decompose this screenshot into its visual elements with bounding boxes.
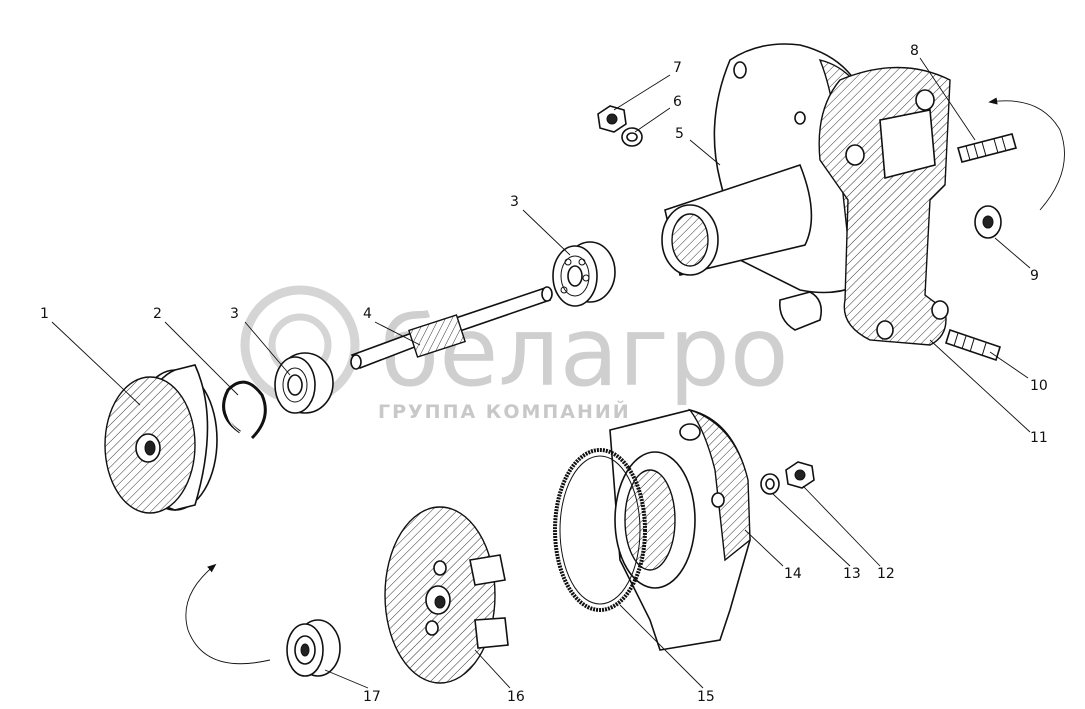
part-bearing-left (274, 352, 334, 414)
callout-2: 2 (153, 306, 162, 322)
part-nut-lower (785, 461, 815, 489)
callout-3-right: 3 (510, 194, 519, 210)
part-stud-top (957, 133, 1017, 163)
part-washer-right (974, 205, 1002, 239)
part-cover (609, 408, 751, 651)
callout-7: 7 (673, 60, 682, 76)
watermark: белагро ГРУППА КОМПАНИЙ (240, 285, 789, 423)
callout-labels: 1 2 3 3 4 5 6 7 8 9 10 11 12 13 14 15 16… (40, 43, 1048, 705)
part-impeller (384, 506, 509, 684)
part-retaining-ring (222, 380, 267, 440)
callout-17: 17 (363, 689, 381, 705)
callout-3-left: 3 (230, 306, 239, 322)
rotation-arrow-bottom (185, 563, 271, 665)
part-bearing-right (552, 241, 616, 307)
part-stud-bottom (945, 328, 1001, 362)
callout-9: 9 (1030, 268, 1039, 284)
leader-lines (51, 57, 1031, 689)
part-pulley (104, 364, 218, 514)
callout-11: 11 (1030, 430, 1048, 446)
part-shaft (350, 286, 553, 370)
callout-5: 5 (675, 126, 684, 142)
callout-15: 15 (697, 689, 715, 705)
callout-14: 14 (784, 566, 802, 582)
part-washer-lower (760, 473, 780, 495)
callout-13: 13 (843, 566, 861, 582)
watermark-brand: белагро (380, 296, 789, 408)
part-nut-top (597, 105, 627, 133)
callout-1: 1 (40, 306, 49, 322)
part-o-ring (553, 448, 647, 612)
callout-10: 10 (1030, 378, 1048, 394)
part-washer-top (621, 127, 643, 147)
callout-6: 6 (673, 94, 682, 110)
callout-16: 16 (507, 689, 525, 705)
part-gasket (818, 66, 951, 346)
callout-12: 12 (877, 566, 895, 582)
part-seal (286, 619, 341, 677)
rotation-arrow-top (988, 97, 1065, 211)
callout-4: 4 (363, 306, 372, 322)
callout-8: 8 (910, 43, 919, 59)
watermark-tagline: ГРУППА КОМПАНИЙ (378, 400, 631, 423)
